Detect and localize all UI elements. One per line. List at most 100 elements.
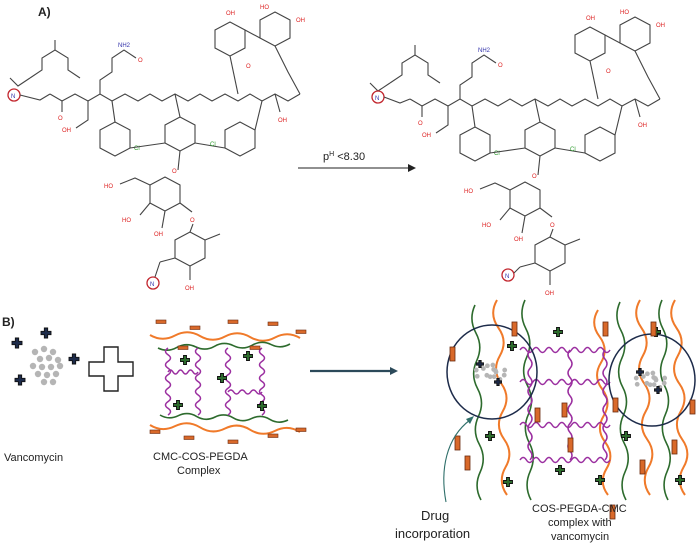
pegda-crosslink <box>224 347 232 416</box>
atom-oh: OH <box>185 286 194 292</box>
negative-charge-marker <box>267 321 279 326</box>
atom-n: N <box>375 96 379 102</box>
vancomycin-molecule-dot <box>484 363 490 369</box>
atom-cl: Cl <box>570 147 576 153</box>
negative-charge-marker <box>602 321 609 337</box>
cos-chain <box>616 301 630 501</box>
pegda-crosslink <box>227 389 263 395</box>
vancomycin-molecule-dot <box>49 348 57 356</box>
negative-charge-marker <box>183 435 195 440</box>
vancomycin-molecule-dot <box>647 382 653 388</box>
cos-chain <box>658 299 672 501</box>
vancomycin-molecule-dot <box>40 345 48 353</box>
atom-o: O <box>58 116 63 122</box>
atom-ho: HO <box>620 10 629 16</box>
complex-label-2: Complex <box>177 465 221 477</box>
atom-n: N <box>150 282 154 288</box>
positive-charge-icon <box>507 341 517 351</box>
vancomycin-molecule-dot <box>54 356 62 364</box>
negative-charge-marker <box>689 399 696 415</box>
positive-charge-icon <box>485 431 495 441</box>
drug-incorporation-pointer <box>443 419 471 503</box>
atom-nh2: NH2 <box>118 43 131 49</box>
negative-charge-marker <box>295 427 307 432</box>
negative-charge-marker <box>671 439 678 455</box>
negative-charge-marker <box>612 397 619 413</box>
atom-o: O <box>532 174 537 180</box>
atom-o: O <box>190 218 195 224</box>
negative-charge-marker <box>454 435 461 451</box>
vancomycin-molecule-dot <box>491 374 497 380</box>
vancomycin-molecule-dot <box>662 375 668 381</box>
negative-charge-marker <box>295 329 307 334</box>
vancomycin-molecule-dot <box>43 371 51 379</box>
atom-oh: OH <box>226 11 235 17</box>
atom-cl: Cl <box>494 151 500 157</box>
drug-label-1: Drug <box>421 508 449 523</box>
pegda-crosslink <box>258 347 266 416</box>
negative-charge-marker <box>650 321 657 337</box>
pegda-crosslink <box>527 349 533 461</box>
vancomycin-molecule-dot <box>651 375 657 380</box>
amine-circle <box>501 268 515 282</box>
cos-chain <box>159 412 289 423</box>
pegda-crosslink <box>519 378 611 386</box>
atom-nh2: NH2 <box>478 48 491 54</box>
vancomycin-molecule-dot <box>49 378 57 386</box>
vancomycin-molecule-dot <box>34 370 42 378</box>
pegda-crosslink <box>164 347 172 416</box>
positive-charge-icon <box>68 353 80 365</box>
cmc-chain <box>635 299 654 496</box>
vancomycin-molecule-dot <box>640 374 646 379</box>
negative-charge-marker <box>449 346 456 362</box>
result-label-2: complex with <box>548 517 612 529</box>
positive-charge-icon <box>503 477 513 487</box>
atom-oh: OH <box>278 118 287 124</box>
negative-charge-marker <box>464 455 471 471</box>
complex-label-1: CMC-COS-PEGDA <box>153 451 248 463</box>
vancomycin-molecule-dot <box>502 367 508 373</box>
panel-b-label: B) <box>2 315 15 329</box>
vancomycin-molecule-dot <box>40 378 48 386</box>
vancomycin-structure-left: N O NH2 O OH Cl Cl OH OH HO OH O <box>7 5 305 292</box>
atom-o: O <box>172 169 177 175</box>
negative-charge-marker <box>511 321 518 337</box>
negative-charge-marker <box>639 459 646 475</box>
atom-o: O <box>550 223 555 229</box>
vancomycin-molecule-dot <box>651 382 657 388</box>
positive-charge-icon <box>257 401 267 411</box>
vancomycin-label: Vancomycin <box>4 452 63 464</box>
atom-n: N <box>11 94 15 100</box>
atom-o: O <box>246 64 251 70</box>
vancomycin-molecule-dot <box>501 372 507 378</box>
negative-charge-marker <box>149 429 161 434</box>
vancomycin-molecule-dot <box>52 370 60 378</box>
negative-charge-marker <box>561 402 568 418</box>
negative-charge-marker <box>227 319 239 324</box>
cos-chain <box>471 304 485 501</box>
vancomycin-molecule-dot <box>650 370 656 376</box>
negative-charge-marker <box>189 325 201 330</box>
vancomycin-molecule-dot <box>644 371 650 377</box>
vancomycin-molecule-dot <box>38 363 46 371</box>
vancomycin-molecule-dot <box>480 366 486 371</box>
cmc-cos-pegda-complex <box>149 319 307 444</box>
atom-oh: OH <box>656 23 665 29</box>
vancomycin-molecule-dot <box>36 355 44 363</box>
negative-charge-marker <box>249 345 261 350</box>
pegda-crosslink <box>167 369 199 375</box>
atom-oh: OH <box>638 123 647 129</box>
positive-charge-icon <box>14 374 26 386</box>
reaction-arrow-head <box>408 164 416 172</box>
vancomycin-molecule-dot <box>473 367 479 373</box>
vancomycin-molecule-dot <box>490 362 496 368</box>
atom-n: N <box>505 274 509 280</box>
negative-charge-marker <box>155 319 167 324</box>
positive-charge-icon <box>621 431 631 441</box>
vancomycin-molecule-dot <box>56 362 64 370</box>
drug-encapsulation-circle <box>446 324 538 420</box>
atom-cl: Cl <box>210 142 216 148</box>
atom-oh: OH <box>422 133 431 139</box>
atom-oh: OH <box>154 232 163 238</box>
pegda-crosslink <box>602 349 608 461</box>
